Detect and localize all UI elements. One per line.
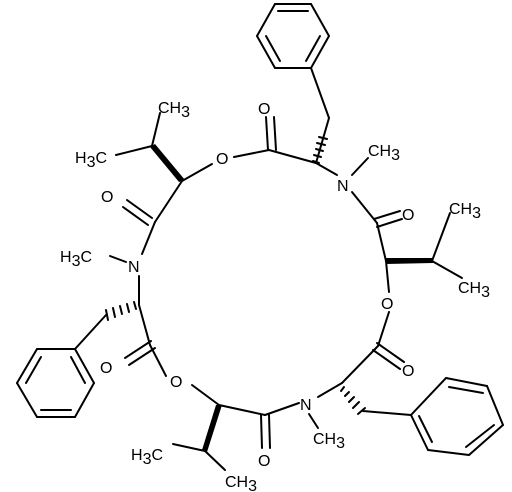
phenyl-ring-left	[16, 348, 95, 418]
atom-o: O	[216, 151, 228, 168]
atom-o: O	[402, 207, 414, 224]
bond	[260, 414, 263, 449]
bond	[351, 157, 369, 176]
bond	[376, 218, 403, 228]
methyl-label: H3C	[60, 249, 92, 270]
bond	[315, 162, 338, 176]
methyl-label: CH3	[368, 143, 400, 164]
bond	[268, 414, 271, 449]
bond	[376, 342, 405, 363]
bond	[138, 304, 151, 346]
bond	[181, 163, 213, 182]
atom-o: O	[101, 189, 113, 206]
atom-o: O	[258, 453, 270, 470]
bond	[154, 180, 183, 223]
bond	[341, 345, 379, 384]
phenyl-ring-bottom-right	[410, 377, 504, 456]
methyl-label: H3C	[75, 150, 107, 171]
bond	[172, 443, 206, 452]
bond	[204, 450, 226, 471]
bond	[362, 410, 412, 416]
bond	[431, 212, 451, 262]
bond	[115, 145, 153, 156]
bond	[265, 116, 269, 151]
bond	[264, 402, 300, 416]
stereo-hash-bond	[312, 136, 328, 164]
bond	[109, 255, 127, 263]
atom-o: O	[170, 374, 182, 391]
bond	[376, 222, 387, 262]
bond	[373, 210, 401, 220]
bond	[310, 67, 330, 119]
stereo-hash-bond	[340, 386, 366, 415]
bond	[191, 384, 220, 406]
atom-n: N	[128, 259, 140, 276]
bond	[273, 116, 277, 151]
atom-o: O	[402, 363, 414, 380]
methyl-label: CH3	[225, 474, 257, 492]
bond	[351, 191, 378, 224]
bond	[74, 314, 107, 350]
stereo-hash-bond	[105, 301, 137, 321]
methyl-label: CH3	[449, 201, 481, 222]
stereo-wedge-bond	[150, 144, 185, 182]
atom-n: N	[300, 397, 312, 414]
bond	[233, 149, 270, 158]
atom-o: O	[258, 101, 270, 118]
atom-n: N	[337, 178, 349, 195]
bond	[317, 382, 343, 398]
bond	[268, 149, 317, 164]
bond	[218, 404, 266, 416]
bond	[385, 260, 390, 293]
bond	[122, 206, 149, 226]
bond	[431, 260, 463, 279]
bond	[377, 311, 390, 347]
stereo-wedge-bond	[386, 258, 433, 264]
atom-o: O	[381, 296, 393, 313]
bond	[128, 347, 156, 366]
bond	[151, 112, 161, 147]
bond	[308, 413, 319, 429]
stereo-wedge-bond	[202, 405, 222, 452]
bond	[126, 199, 153, 219]
methyl-label: H3C	[131, 447, 163, 468]
methyl-label: CH3	[313, 431, 345, 452]
atom-o: O	[100, 360, 112, 377]
methyl-label: CH3	[158, 100, 190, 121]
bond	[372, 349, 401, 370]
bond	[124, 340, 152, 359]
phenyl-ring-top	[256, 3, 330, 69]
bond	[141, 221, 156, 255]
methyl-label: CH3	[458, 280, 490, 301]
